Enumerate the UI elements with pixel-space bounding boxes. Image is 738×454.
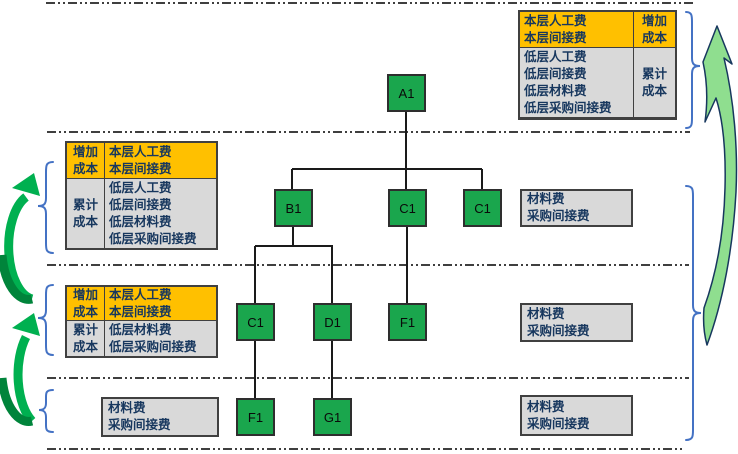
panel-top-right: 本层人工费 本层间接费 增加 成本 低层人工费 低层间接费 低层材料费 低层采购… — [518, 10, 677, 120]
brace-top-right — [685, 11, 701, 129]
cycle-arrow-left-lower — [0, 313, 40, 426]
cell-lower-costs: 低层人工费 低层间接费 低层材料费 低层采购间接费 — [520, 48, 633, 117]
cell-increase-cost-label: 增加 成本 — [67, 143, 104, 178]
tree-node-c1-l2-right: C1 — [463, 189, 502, 227]
brace-left-level4 — [38, 389, 54, 433]
cell-cumulative-cost-label: 累计 成本 — [67, 321, 104, 356]
tree-connectors — [254, 112, 483, 399]
cell-cumulative-cost-label: 累计 成本 — [634, 48, 675, 117]
rollup-swoosh-arrow — [702, 25, 738, 346]
cell-lower-costs: 低层人工费 低层间接费 低层材料费 低层采购间接费 — [105, 179, 216, 248]
tree-node-g1: G1 — [313, 398, 352, 436]
tree-node-a1: A1 — [387, 74, 426, 112]
panel-material-right-level3: 材料费 采购间接费 — [520, 303, 633, 342]
panel-left-level3: 增加 成本 本层人工费 本层间接费 累计 成本 低层材料费 低层采购间接费 — [65, 285, 218, 358]
panel-left-level2: 增加 成本 本层人工费 本层间接费 累计 成本 低层人工费 低层间接费 低层材料… — [65, 141, 218, 250]
panel-material-right-level4: 材料费 采购间接费 — [520, 395, 633, 436]
panel-material-left-level4: 材料费 采购间接费 — [101, 397, 219, 437]
tree-node-c1-l2-mid: C1 — [388, 189, 427, 227]
tree-node-b1: B1 — [274, 189, 313, 227]
cell-current-costs: 本层人工费 本层间接费 — [105, 143, 216, 178]
brace-left-level2 — [37, 161, 54, 254]
cell-cumulative-cost-label: 累计 成本 — [67, 179, 104, 248]
cell-increase-cost-label: 增加 成本 — [67, 287, 104, 320]
cell-current-costs: 本层人工费 本层间接费 — [105, 287, 216, 320]
panel-material-right-level2: 材料费 采购间接费 — [520, 189, 633, 227]
tree-node-c1-l3: C1 — [236, 303, 275, 341]
tree-node-f1-l3: F1 — [388, 303, 427, 341]
cell-current-costs: 本层人工费 本层间接费 — [520, 12, 633, 47]
cell-increase-cost-label: 增加 成本 — [634, 12, 675, 47]
cycle-arrow-left-upper — [0, 173, 40, 304]
tree-node-f1-l4: F1 — [236, 398, 275, 436]
brace-left-level3 — [37, 284, 54, 356]
tree-node-d1: D1 — [313, 303, 352, 341]
brace-right-main — [685, 185, 702, 441]
cell-lower-costs: 低层材料费 低层采购间接费 — [105, 321, 216, 356]
